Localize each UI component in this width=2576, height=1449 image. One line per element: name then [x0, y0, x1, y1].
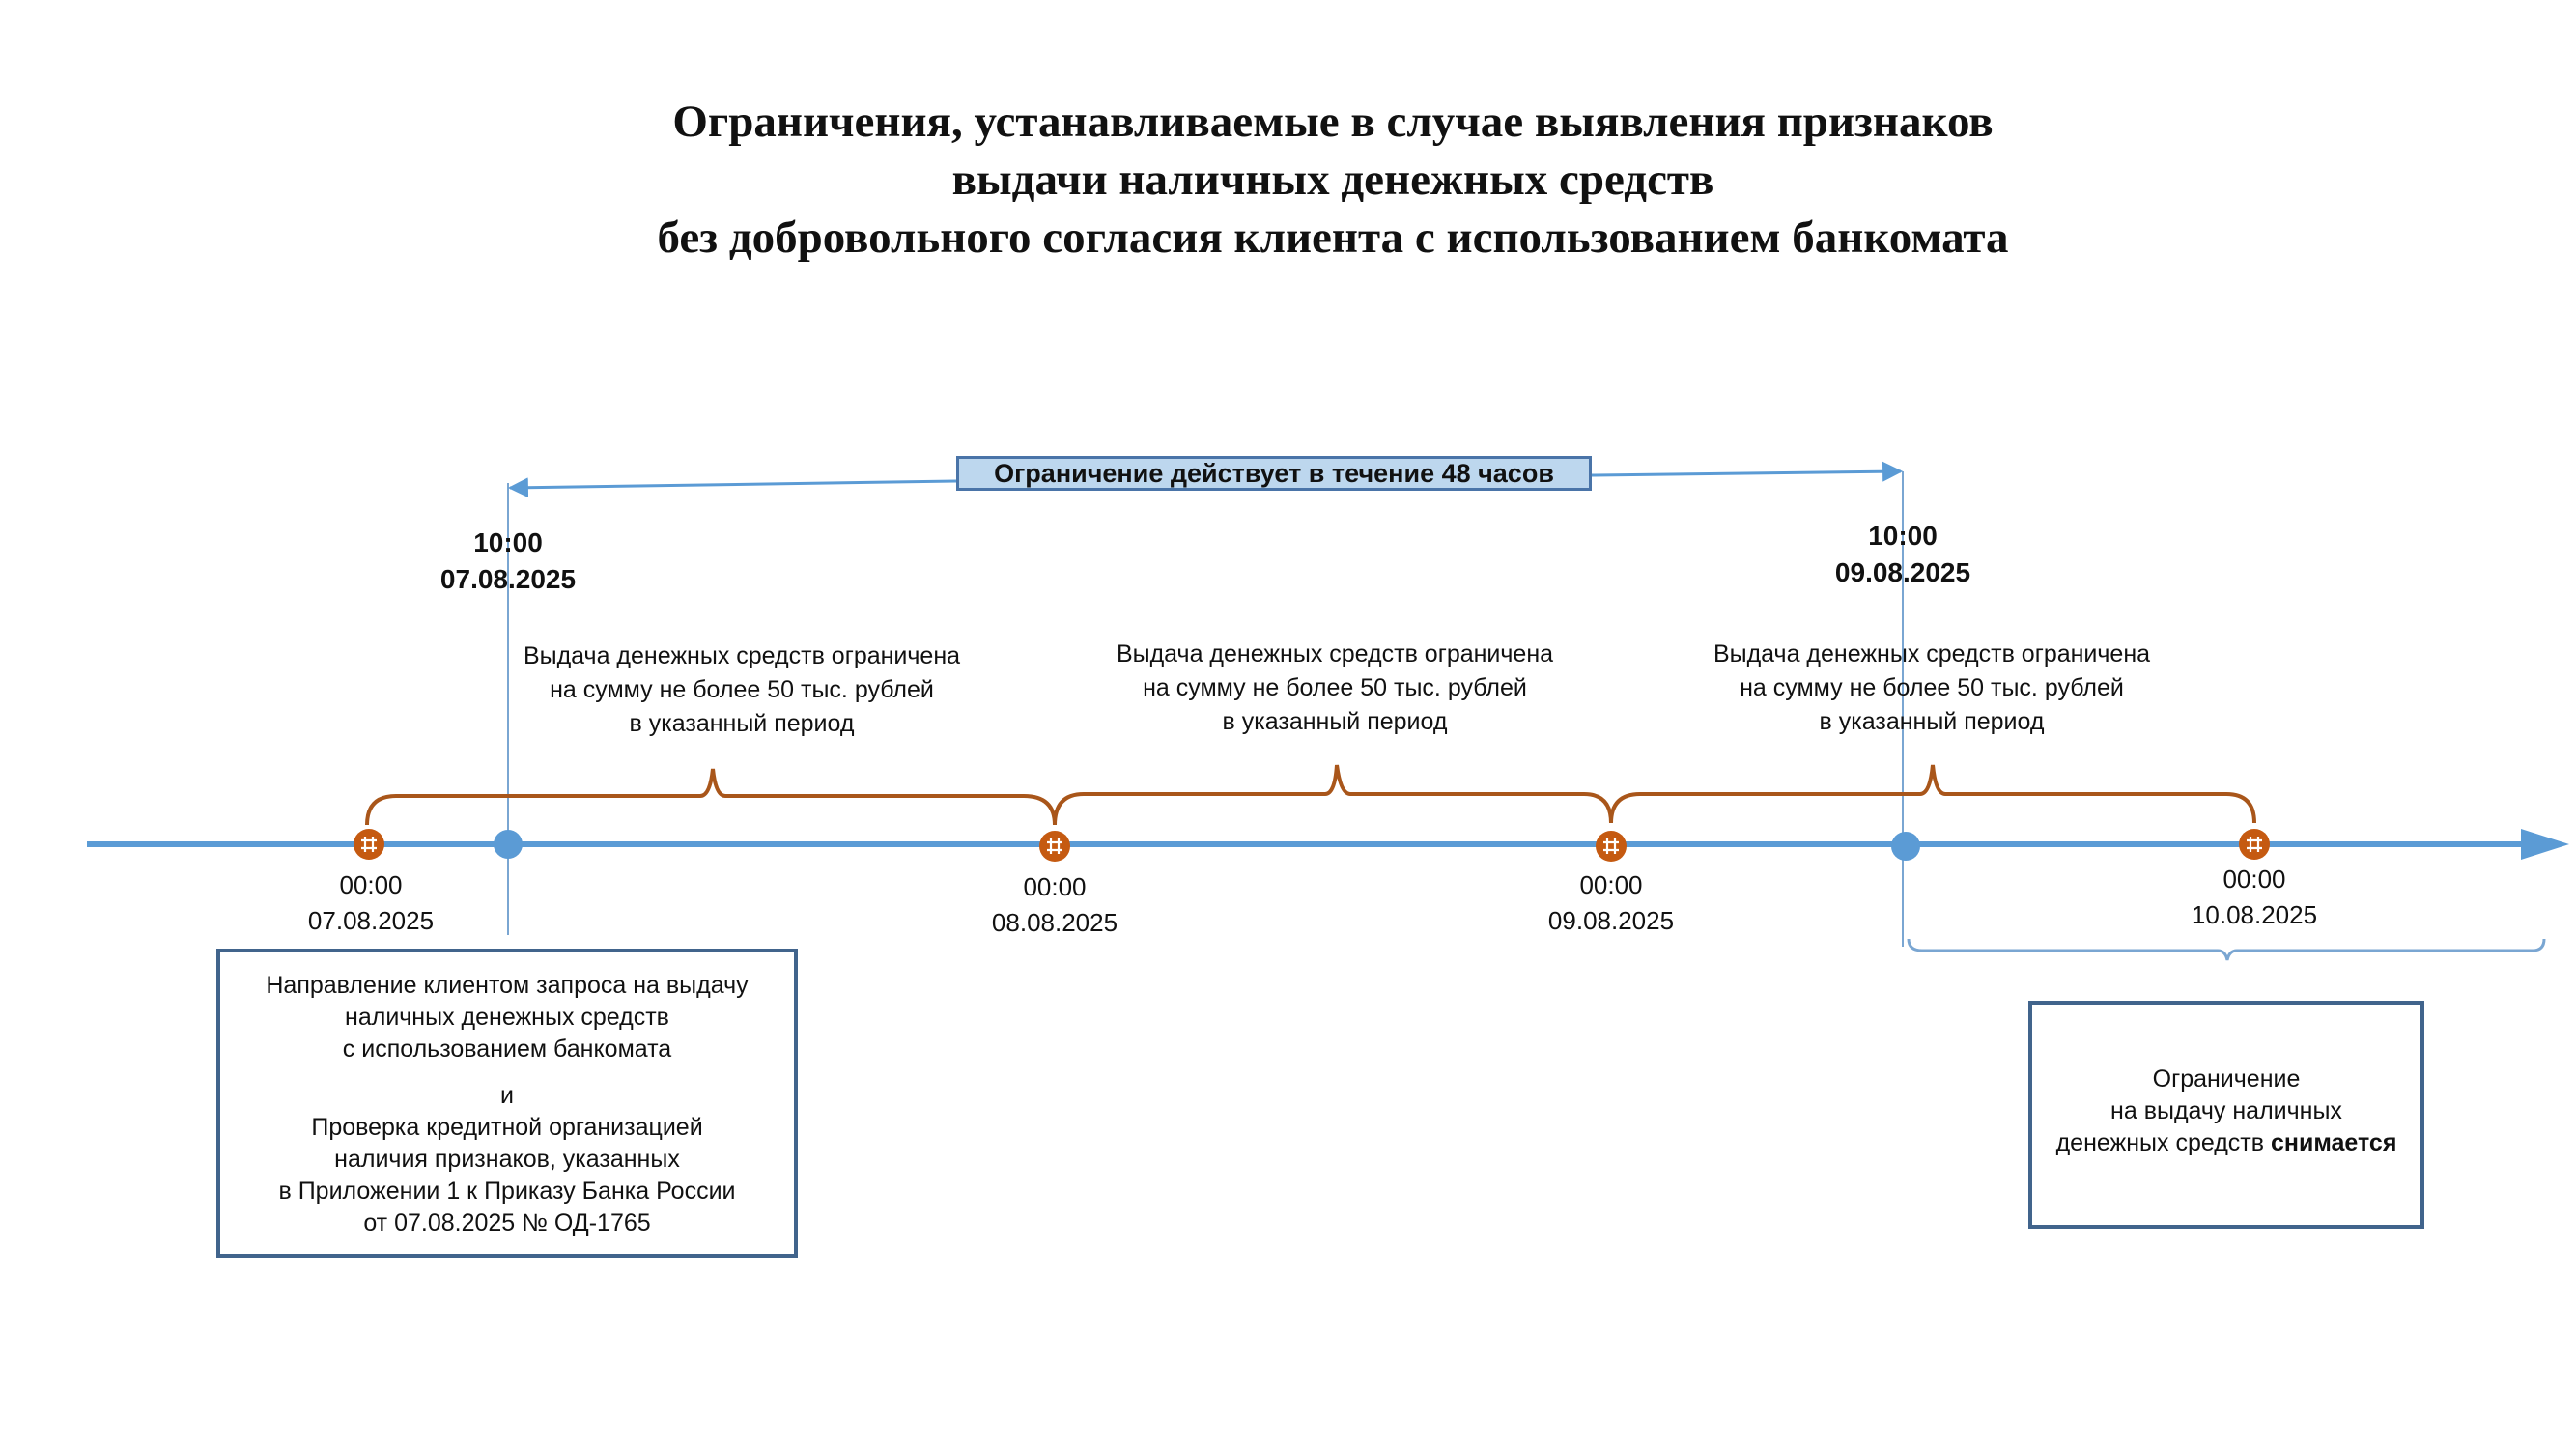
request-line-6: в Приложении 1 к Приказу Банка России — [278, 1178, 736, 1205]
period-note-1-line-1: Выдача денежных средств ограничена — [523, 642, 961, 669]
duration-arrow-left — [507, 477, 957, 498]
midnight-label-4: 00:00 10.08.2025 — [2158, 862, 2351, 933]
duration-arrow-right — [1591, 461, 1904, 482]
request-line-2: наличных денежных средств — [345, 1004, 669, 1031]
end-moment-date: 09.08.2025 — [1834, 557, 1971, 587]
midnight-label-3: 00:00 09.08.2025 — [1514, 867, 1708, 939]
timeline-arrowhead — [2521, 829, 2569, 860]
midnight-time-2: 00:00 — [1023, 872, 1087, 901]
period-note-1: Выдача денежных средств ограничена на су… — [452, 639, 1032, 741]
midnight-date-2: 08.08.2025 — [991, 908, 1118, 937]
request-line-7: от 07.08.2025 № ОД-1765 — [363, 1209, 651, 1236]
end-moment-label: 10:00 09.08.2025 — [1806, 518, 1999, 591]
page-title: Ограничения, устанавливаемые в случае вы… — [0, 93, 2576, 267]
midnight-time-3: 00:00 — [1579, 870, 1643, 899]
midnight-marker-4 — [2239, 829, 2270, 860]
start-moment-dot — [494, 830, 523, 859]
request-conjunction: и — [500, 1082, 514, 1109]
request-line-4: Проверка кредитной организацией — [311, 1114, 703, 1141]
midnight-label-1: 00:00 07.08.2025 — [274, 867, 467, 939]
end-moment-time: 10:00 — [1868, 521, 1938, 551]
request-box: Направление клиентом запроса на выдачу н… — [216, 949, 798, 1258]
period-note-2-line-2: на сумму не более 50 тыс. рублей — [1143, 674, 1527, 701]
period-note-3-line-2: на сумму не более 50 тыс. рублей — [1740, 674, 2124, 701]
duration-banner: Ограничение действует в течение 48 часов — [956, 456, 1592, 491]
start-moment-label: 10:00 07.08.2025 — [411, 525, 605, 598]
period-note-3: Выдача денежных средств ограничена на су… — [1642, 638, 2222, 739]
release-line-3-bold: снимается — [2270, 1129, 2397, 1156]
request-line-5: наличия признаков, указанных — [334, 1146, 680, 1173]
midnight-date-1: 07.08.2025 — [307, 906, 435, 935]
midnight-date-4: 10.08.2025 — [2191, 900, 2318, 929]
release-line-2: на выдачу наличных — [2110, 1097, 2342, 1124]
midnight-marker-2 — [1039, 831, 1070, 862]
period-brace-3 — [1609, 764, 2256, 824]
title-line-1: Ограничения, устанавливаемые в случае вы… — [672, 97, 1994, 147]
period-brace-1 — [365, 768, 1057, 826]
release-line-1: Ограничение — [2152, 1065, 2301, 1093]
period-brace-2 — [1053, 764, 1613, 826]
period-note-1-line-3: в указанный период — [629, 710, 855, 737]
start-moment-date: 07.08.2025 — [439, 564, 577, 594]
period-note-1-line-2: на сумму не более 50 тыс. рублей — [550, 676, 934, 703]
request-line-1: Направление клиентом запроса на выдачу — [266, 972, 749, 999]
release-brace — [1907, 938, 2546, 961]
release-box: Ограничение на выдачу наличных денежных … — [2028, 1001, 2424, 1229]
period-note-3-line-1: Выдача денежных средств ограничена — [1713, 640, 2151, 668]
release-line-3-prefix: денежных средств — [2055, 1129, 2271, 1156]
period-note-2-line-3: в указанный период — [1222, 708, 1448, 735]
release-line-3: денежных средств снимается — [2032, 1127, 2420, 1159]
midnight-time-4: 00:00 — [2222, 865, 2286, 894]
midnight-label-2: 00:00 08.08.2025 — [958, 869, 1151, 941]
period-note-2: Выдача денежных средств ограничена на су… — [1045, 638, 1625, 739]
midnight-time-1: 00:00 — [339, 870, 403, 899]
request-line-3: с использованием банкомата — [342, 1036, 672, 1063]
start-moment-time: 10:00 — [473, 527, 543, 557]
midnight-marker-1 — [354, 829, 384, 860]
title-line-2: выдачи наличных денежных средств — [951, 155, 1714, 205]
title-line-3: без добровольного согласия клиента с исп… — [657, 213, 2009, 263]
period-note-3-line-3: в указанный период — [1819, 708, 2045, 735]
period-note-2-line-1: Выдача денежных средств ограничена — [1116, 640, 1554, 668]
midnight-date-3: 09.08.2025 — [1547, 906, 1675, 935]
end-moment-dot — [1891, 832, 1920, 861]
midnight-marker-3 — [1596, 831, 1627, 862]
